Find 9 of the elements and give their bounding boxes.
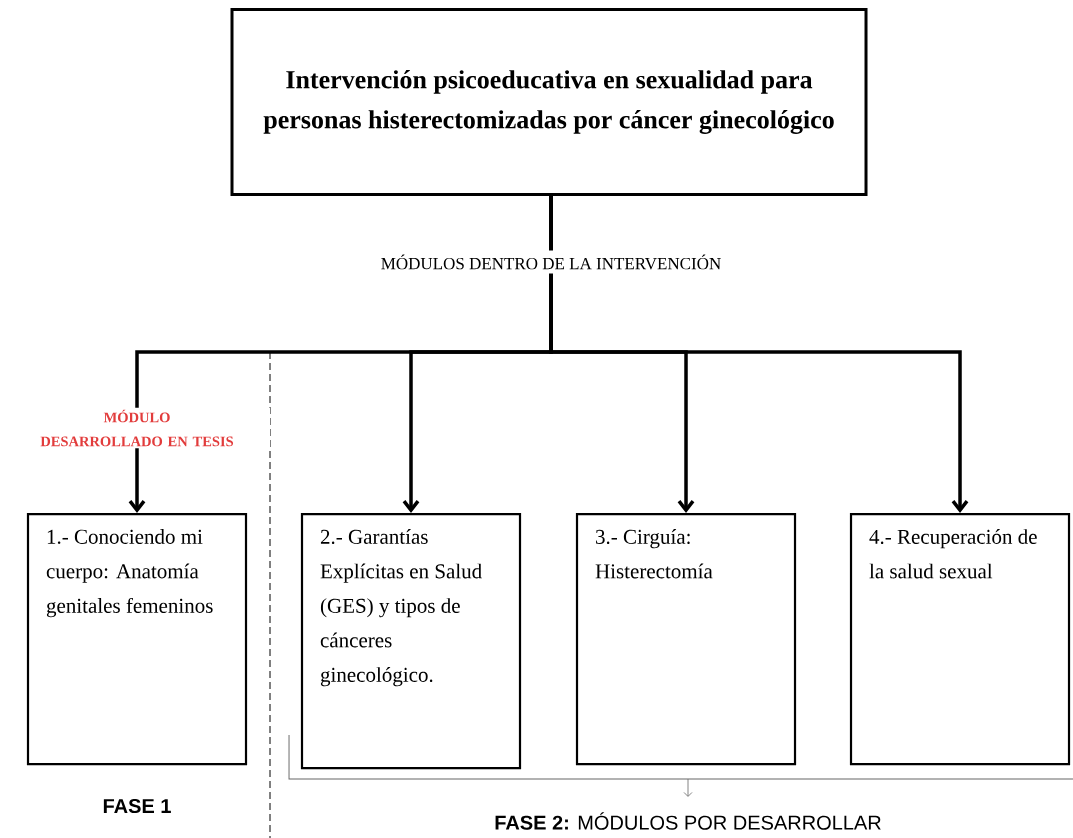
phase-label: FASE 2: MÓDULOS POR DESARROLLAR [495, 812, 881, 830]
module-box: 2.- Garantías Explícitas en Salud (GES) y tipos de cánceres ginecológico. [300, 513, 522, 770]
section-label: MÓDULOS DENTRO DE LA INTERVENCIÓN [381, 254, 721, 270]
title-box: Intervención psicoeducativa en sexualidad para personas histerectomizadas por cáncer ginecológico [230, 8, 868, 196]
module-box: 1.- Conociendo mi cuerpo: Anatomía genitales femeninos [26, 513, 248, 766]
module-box: 4.- Recuperación de la salud sexual [849, 513, 1071, 766]
phase-label: FASE 1 [103, 798, 171, 814]
module-box: 3.- Cirguía: Histerectomía [575, 513, 797, 766]
edge-label: MÓDULO DESARROLLADO EN TESIS [40, 409, 234, 447]
